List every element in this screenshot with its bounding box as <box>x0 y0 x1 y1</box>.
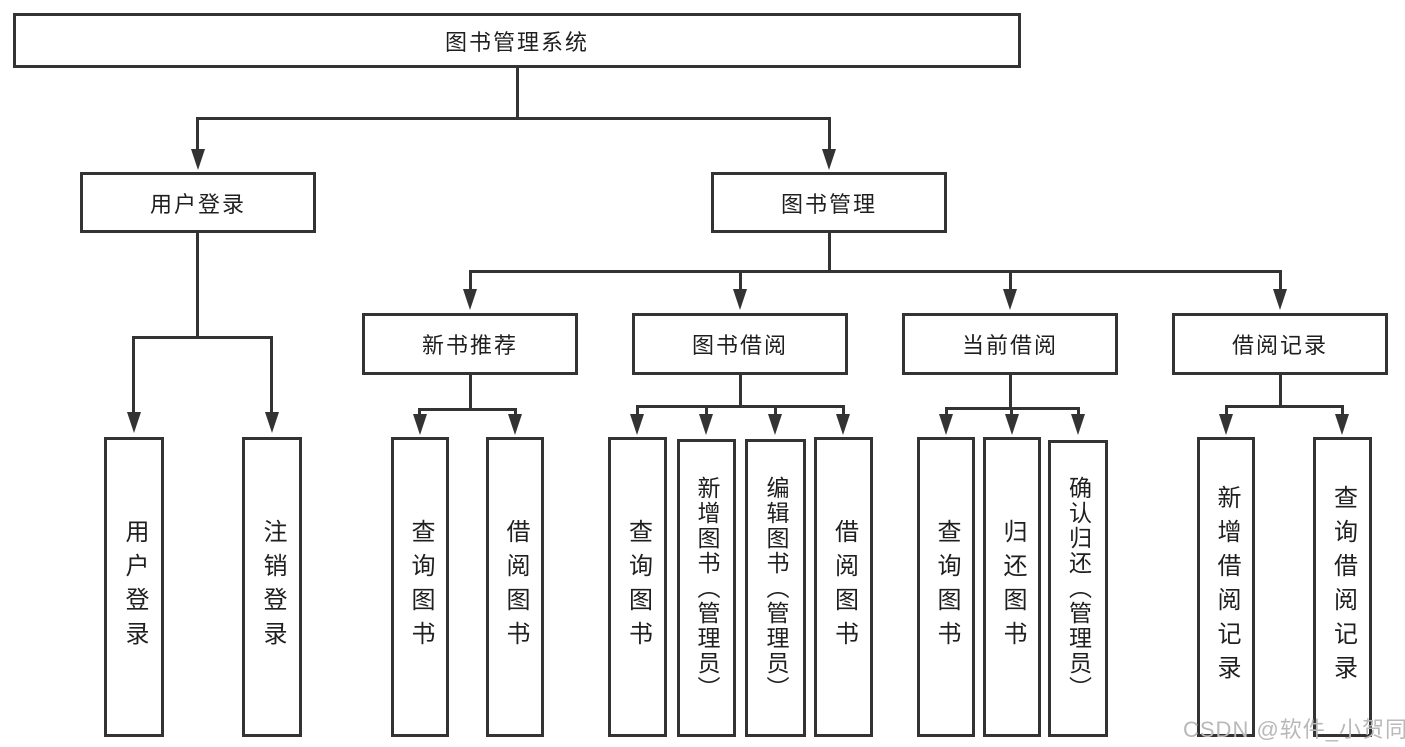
node-user-login: 用户登录 <box>80 172 316 233</box>
connector-line <box>1225 405 1228 417</box>
connector-line <box>1009 270 1012 292</box>
connector-line <box>828 117 831 152</box>
arrow-down-icon <box>1003 289 1017 310</box>
connector-line <box>828 233 831 270</box>
leaf-user-login: 用户登录 <box>104 437 164 737</box>
watermark: CSDN @软件_小贺同学 <box>1183 717 1405 742</box>
node-root: 图书管理系统 <box>13 13 1021 68</box>
connector-line <box>469 270 472 292</box>
node-book-borrow: 图书借阅 <box>632 313 848 375</box>
arrow-down-icon <box>463 289 477 310</box>
leaf-nbr-query-books: 查询图书 <box>391 437 449 737</box>
arrow-down-icon <box>1273 289 1287 310</box>
leaf-br-add-record: 新增借阅记录 <box>1197 437 1255 737</box>
connector-line <box>469 375 472 408</box>
connector-line <box>1077 407 1080 417</box>
leaf-bb-edit-books-admin: 编辑图书（管理员） <box>745 439 806 737</box>
connector-line <box>469 270 1282 273</box>
connector-line <box>1225 405 1344 408</box>
node-borrow-records: 借阅记录 <box>1172 313 1388 375</box>
arrow-down-icon <box>191 149 205 170</box>
arrow-down-icon <box>1335 414 1349 435</box>
leaf-bb-borrow-books: 借阅图书 <box>814 437 873 737</box>
connector-line <box>132 336 135 414</box>
connector-line <box>774 405 777 417</box>
leaf-cb-confirm-return-admin: 确认归还（管理员） <box>1048 440 1108 737</box>
arrow-down-icon <box>1219 414 1233 435</box>
arrow-down-icon <box>630 414 644 435</box>
arrow-down-icon <box>1005 414 1019 435</box>
node-new-book-recommend: 新书推荐 <box>362 313 578 375</box>
arrow-down-icon <box>127 412 141 433</box>
connector-line <box>1341 405 1344 417</box>
arrow-down-icon <box>733 289 747 310</box>
arrow-down-icon <box>836 414 850 435</box>
leaf-bb-add-books-admin: 新增图书（管理员） <box>677 439 736 737</box>
arrow-down-icon <box>1071 414 1085 435</box>
leaf-br-query-record: 查询借阅记录 <box>1313 437 1372 737</box>
connector-line <box>418 408 517 411</box>
leaf-bb-query-books: 查询图书 <box>608 437 667 737</box>
node-current-borrow: 当前借阅 <box>902 313 1118 375</box>
connector-line <box>1009 375 1012 407</box>
leaf-logout: 注销登录 <box>242 437 302 737</box>
connector-line <box>270 336 273 414</box>
arrow-down-icon <box>822 149 836 170</box>
arrow-down-icon <box>699 414 713 435</box>
connector-line <box>945 407 948 417</box>
connector-line <box>1279 375 1282 405</box>
connector-line <box>132 336 273 339</box>
connector-line <box>739 270 742 292</box>
leaf-cb-query-books: 查询图书 <box>917 437 975 737</box>
connector-line <box>196 233 199 336</box>
arrow-down-icon <box>508 414 522 435</box>
connector-line <box>514 408 517 418</box>
arrow-down-icon <box>265 412 279 433</box>
arrow-down-icon <box>939 414 953 435</box>
leaf-cb-return-books: 归还图书 <box>983 437 1041 737</box>
connector-line <box>418 408 421 418</box>
connector-line <box>196 117 831 120</box>
connector-line <box>705 405 708 417</box>
connector-line <box>636 405 639 417</box>
connector-line <box>636 405 845 408</box>
leaf-nbr-borrow-books: 借阅图书 <box>486 437 544 737</box>
connector-line <box>842 405 845 417</box>
arrow-down-icon <box>413 414 427 435</box>
arrow-down-icon <box>768 414 782 435</box>
connector-line <box>1010 407 1013 417</box>
node-book-management: 图书管理 <box>711 172 947 233</box>
connector-line <box>516 68 519 117</box>
connector-line <box>739 375 742 405</box>
connector-line <box>1279 270 1282 292</box>
connector-line <box>196 117 199 152</box>
